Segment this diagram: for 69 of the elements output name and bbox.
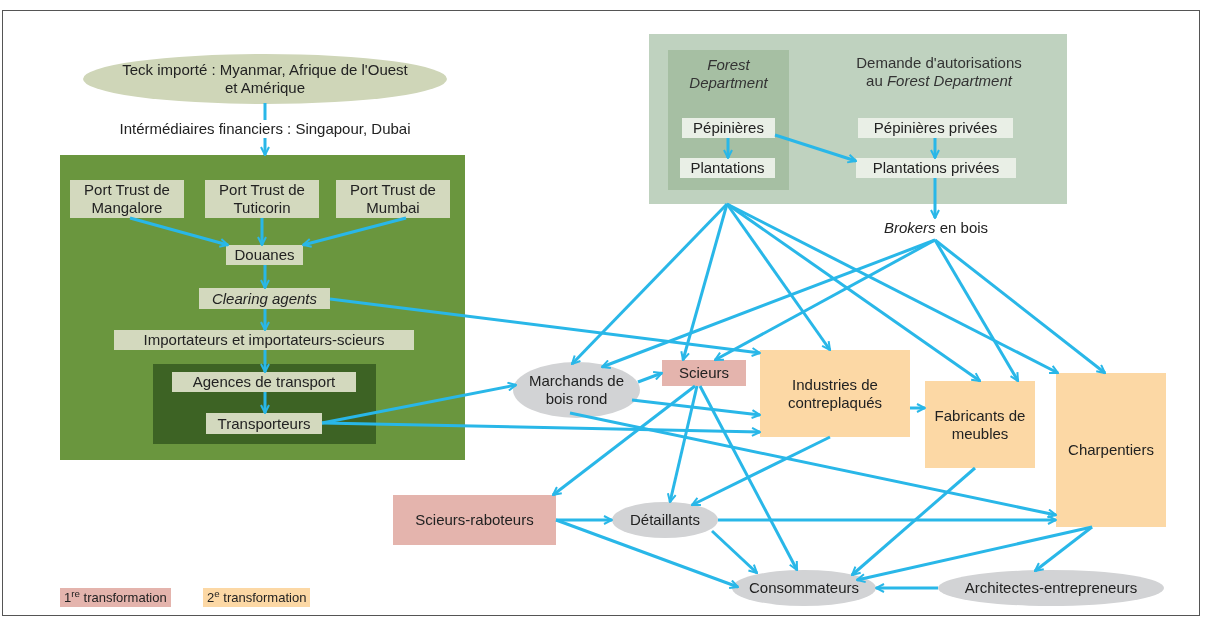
arrow	[631, 398, 761, 420]
arrow	[725, 203, 832, 351]
process-box: Scieurs-raboteurs	[393, 495, 556, 545]
arrow	[129, 216, 229, 248]
arrow	[260, 309, 270, 331]
actor-ellipse: Architectes-entrepreneurs	[938, 570, 1164, 606]
arrow	[774, 133, 857, 164]
process-box: Fabricants de meubles	[925, 381, 1035, 468]
process-box: Port Trust de Mumbai	[336, 180, 450, 218]
arrow	[329, 297, 761, 357]
arrow	[257, 218, 267, 246]
legend-swatch: 1$^{re}$ transformation	[60, 588, 171, 607]
arrow	[710, 529, 759, 575]
group-panel	[153, 364, 376, 444]
actor-ellipse: Détaillants	[612, 502, 718, 538]
arrow	[718, 515, 1057, 525]
process-box: Douanes	[226, 245, 303, 265]
process-box: Port Trust de Tuticorin	[205, 180, 319, 218]
arrow	[680, 203, 729, 361]
arrow	[856, 525, 1093, 584]
arrow	[934, 238, 1106, 375]
process-box: Pépinières privées	[858, 118, 1013, 138]
arrow	[930, 178, 940, 219]
arrow	[910, 403, 926, 413]
region-panel	[649, 34, 1067, 204]
process-box: Industries de contreplaqués	[760, 350, 910, 437]
arrow	[569, 411, 1057, 519]
process-box: Clearing agents	[199, 288, 330, 309]
group-heading: Forest Department	[688, 56, 769, 92]
actor-ellipse: Marchands de bois rond	[513, 362, 640, 418]
process-box: Pépinières	[682, 118, 775, 138]
arrow	[875, 583, 938, 593]
process-box: Plantations	[680, 158, 775, 178]
arrow	[930, 138, 940, 159]
legend-swatch: 2$^{e}$ transformation	[203, 588, 311, 607]
arrow	[637, 371, 663, 384]
arrow	[714, 238, 936, 362]
arrow	[698, 385, 799, 571]
arrow	[666, 385, 699, 503]
group-panel	[668, 50, 789, 190]
arrow	[260, 392, 270, 414]
arrow	[570, 202, 729, 366]
process-box: Transporteurs	[206, 413, 322, 434]
arrow	[321, 421, 761, 437]
arrow	[552, 384, 696, 497]
source-ellipse: Teck importé : Myanmar, Afrique de l'Ouest et Amérique	[83, 54, 447, 104]
arrow	[851, 466, 976, 577]
arrow	[556, 515, 613, 525]
arrow	[260, 265, 270, 289]
actor-ellipse: Consommateurs	[732, 570, 876, 606]
node-label: Brokers en bois	[866, 218, 1006, 238]
process-box: Charpentiers	[1056, 373, 1166, 527]
arrow	[260, 350, 270, 373]
process-box: Plantations privées	[856, 158, 1016, 178]
arrow	[302, 216, 407, 248]
process-box: Importateurs et importateurs-scieurs	[114, 330, 414, 350]
process-box: Port Trust de Mangalore	[70, 180, 184, 218]
arrow	[723, 138, 733, 159]
arrow	[691, 435, 831, 507]
arrow	[321, 381, 517, 425]
arrow	[601, 238, 936, 369]
group-heading: Demande d'autorisations au Forest Department	[855, 54, 1023, 90]
arrow	[555, 518, 739, 589]
process-box: Agences de transport	[172, 372, 356, 392]
process-box: Scieurs	[662, 360, 746, 386]
arrow	[726, 202, 1059, 375]
arrow	[933, 239, 1020, 382]
region-panel	[60, 155, 465, 460]
arrow	[1034, 525, 1093, 573]
